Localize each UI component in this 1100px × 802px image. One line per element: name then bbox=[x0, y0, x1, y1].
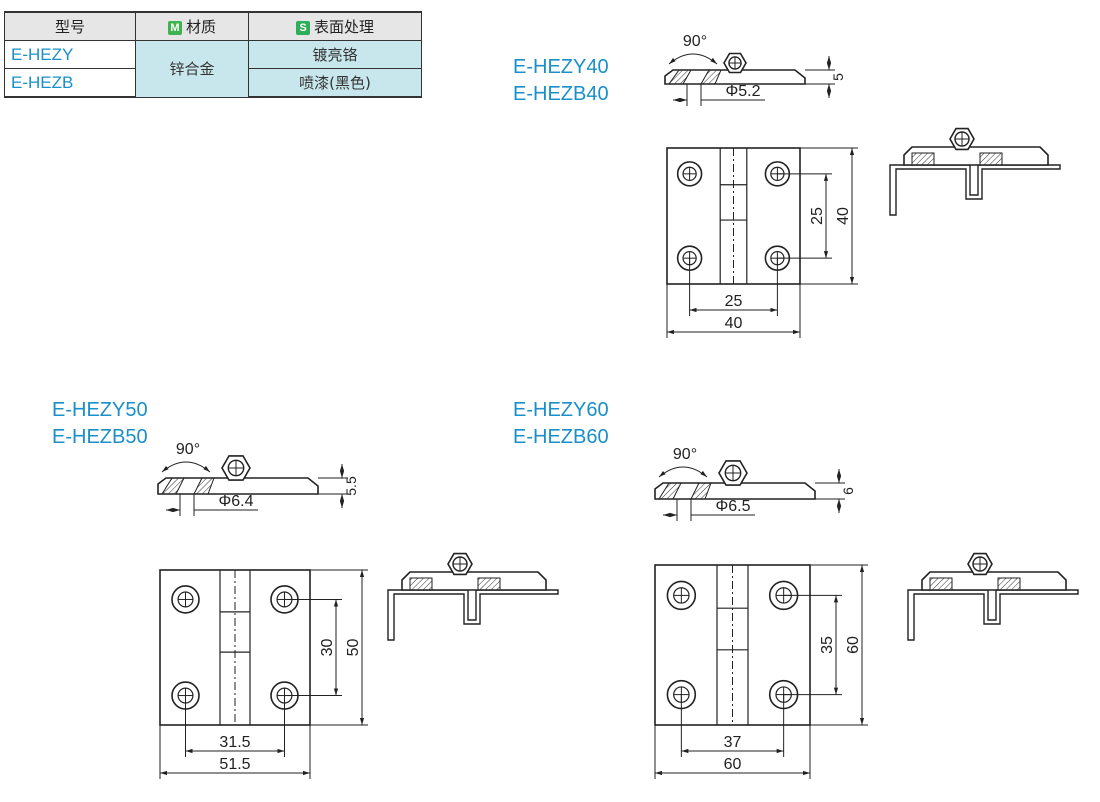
hinge-mounted-profile bbox=[903, 146, 1049, 166]
material-value: 锌合金 bbox=[135, 40, 249, 98]
knuckle-joint bbox=[220, 611, 250, 653]
mounting-bracket bbox=[387, 589, 559, 641]
row-model-code: E-HEZB bbox=[4, 68, 136, 98]
width-label: 51.5 bbox=[219, 756, 250, 773]
height-label: 60 bbox=[845, 636, 862, 654]
thickness-label: 5 bbox=[830, 73, 846, 81]
section-hatch bbox=[193, 477, 215, 495]
section-hatch bbox=[658, 482, 682, 500]
diameter-label: Φ5.2 bbox=[725, 83, 760, 100]
hinge-mounted-profile bbox=[401, 571, 547, 591]
hole-pitch-h-label: 37 bbox=[724, 734, 742, 751]
hinge-drawing-50: 90° 5.5Φ6.4 30 50 31.5 51.5 bbox=[157, 441, 559, 779]
row-model-code: E-HEZY bbox=[4, 40, 136, 69]
thickness-label: 5.5 bbox=[343, 476, 359, 496]
mounting-bracket bbox=[889, 164, 1061, 216]
hole-pitch-v-label: 35 bbox=[819, 636, 836, 654]
surface-badge-icon: S bbox=[295, 21, 310, 35]
width-label: 60 bbox=[724, 756, 742, 773]
section-hatch bbox=[690, 482, 712, 500]
spec-row: E-HEZB 喷漆(黑色) bbox=[4, 68, 422, 98]
knuckle-joint bbox=[720, 184, 747, 221]
height-label: 40 bbox=[835, 207, 852, 225]
model-code-label: E-HEZY60 bbox=[513, 399, 609, 421]
row-surface: 喷漆(黑色) bbox=[248, 68, 422, 98]
model-code-label: E-HEZY50 bbox=[52, 399, 148, 421]
section-hatch bbox=[997, 577, 1021, 591]
model-code-label: E-HEZB40 bbox=[513, 83, 609, 105]
angle-arc bbox=[161, 461, 211, 473]
hinge-drawing-60: 90° 6Φ6.5 35 60 37 60 bbox=[654, 446, 1079, 779]
model-code-label: E-HEZY40 bbox=[513, 56, 609, 78]
diameter-label: Φ6.5 bbox=[715, 498, 750, 515]
thickness-label: 6 bbox=[840, 487, 856, 495]
header-model: 型号 bbox=[4, 11, 136, 41]
spec-row: E-HEZY 锌合金 镀亮铬 bbox=[4, 40, 422, 98]
model-code-label: E-HEZB60 bbox=[513, 426, 609, 448]
mounting-bracket bbox=[907, 589, 1079, 641]
angle-label: 90° bbox=[673, 446, 697, 463]
hole-pitch-h-label: 31.5 bbox=[219, 734, 250, 751]
model-codes-40: E-HEZY40 E-HEZB40 bbox=[513, 54, 609, 108]
hinge-mounted-profile bbox=[921, 571, 1067, 591]
row-surface: 镀亮铬 bbox=[248, 40, 422, 69]
angle-arc bbox=[668, 53, 718, 65]
section-hatch bbox=[911, 152, 935, 166]
section-hatch bbox=[409, 577, 433, 591]
hinge-drawing-40: 90° 5Φ5.2 25 40 25 40 bbox=[664, 33, 1061, 338]
hole-pitch-v-label: 30 bbox=[319, 639, 336, 657]
model-codes-60: E-HEZY60 E-HEZB60 bbox=[513, 397, 609, 451]
header-material-label: 材质 bbox=[185, 18, 216, 36]
section-hatch bbox=[929, 577, 953, 591]
diameter-label: Φ6.4 bbox=[218, 493, 253, 510]
section-hatch bbox=[700, 69, 722, 85]
header-surface-label: 表面处理 bbox=[313, 18, 374, 36]
section-hatch bbox=[668, 69, 692, 85]
section-hatch bbox=[477, 577, 501, 591]
section-hatch bbox=[161, 477, 185, 495]
knuckle-joint bbox=[717, 607, 748, 651]
angle-arc bbox=[658, 466, 708, 478]
hole-pitch-h-label: 25 bbox=[725, 293, 743, 310]
section-hatch bbox=[979, 152, 1003, 166]
hole-pitch-v-label: 25 bbox=[809, 207, 826, 225]
angle-label: 90° bbox=[683, 33, 707, 50]
model-code-label: E-HEZB50 bbox=[52, 426, 148, 448]
material-badge-icon: M bbox=[167, 21, 182, 35]
width-label: 40 bbox=[725, 315, 743, 332]
height-label: 50 bbox=[345, 639, 362, 657]
model-codes-50: E-HEZY50 E-HEZB50 bbox=[52, 397, 148, 451]
hinge-side-profile bbox=[664, 69, 806, 85]
angle-label: 90° bbox=[176, 441, 200, 458]
